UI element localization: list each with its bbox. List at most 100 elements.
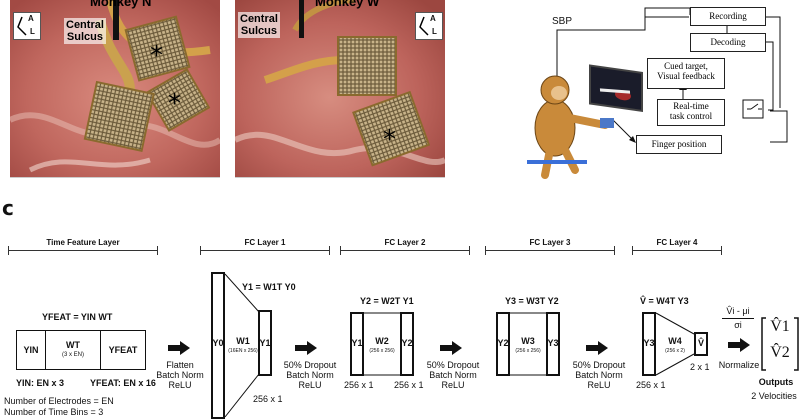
fc1-out-dim: 256 x 1	[253, 394, 283, 404]
yfeat-block	[100, 330, 146, 370]
fc1-equation: Y1 = W1T Y0	[242, 282, 296, 292]
fc3-in-label: Y2	[497, 338, 509, 348]
outputs-title: Outputs	[758, 377, 794, 387]
yin-dim: YIN: EN x 3	[16, 378, 65, 388]
transition4-line2: Batch Norm	[575, 370, 623, 380]
fc2-equation: Y2 = W2T Y1	[360, 296, 414, 306]
fc3-out-block	[546, 312, 560, 376]
fc4-out-block	[694, 332, 708, 356]
realtime-control-box: Real-time task control	[657, 99, 725, 126]
fc2-connector	[364, 312, 400, 376]
yfeat-dim: YFEAT: EN x 16	[90, 378, 156, 388]
monkey-w-photo: * Monkey W Central Sulcus A L	[235, 0, 445, 178]
normalize-label: Normalize	[718, 360, 760, 370]
svg-text:*: *	[168, 89, 181, 119]
wt-dim: (3 x EN)	[61, 352, 84, 358]
fc4-equation: V̂ = W4T Y3	[640, 296, 689, 306]
axis-a-label: A	[430, 14, 436, 23]
transition4-line3: ReLU	[587, 380, 611, 390]
transition1-line3: ReLU	[168, 380, 192, 390]
fc3-connector	[510, 312, 546, 376]
monkey-w-sulcus-label: Central Sulcus	[238, 12, 280, 38]
axis-l-label: L	[30, 27, 35, 36]
transition2-line3: ReLU	[298, 380, 322, 390]
arrow-right-icon	[440, 341, 462, 355]
panel-c-letter: c	[2, 196, 14, 220]
time-layer-equation: YFEAT = YIN WT	[42, 312, 113, 322]
header-fc2-bar	[340, 246, 470, 255]
monkey-n-photo: * * Monkey N Central Sulcus A L	[10, 0, 220, 178]
sbp-label: SBP	[552, 16, 573, 27]
recording-box: Recording	[690, 7, 766, 26]
fc1-y0-label: Y0	[212, 338, 224, 348]
header-fc3: FC Layer 3	[529, 238, 571, 247]
monkey-n-sulcus-label: Central Sulcus	[64, 18, 106, 44]
header-fc1-bar	[200, 246, 330, 255]
transition2-line1: 50% Dropout	[283, 360, 337, 370]
fc4-w-label: W4	[668, 336, 682, 346]
transition2-line2: Batch Norm	[286, 370, 334, 380]
monkey-n-title: Monkey N	[90, 0, 152, 9]
fc3-in-block	[496, 312, 510, 376]
yin-block	[16, 330, 46, 370]
n-electrodes: Number of Electrodes = EN	[4, 396, 114, 406]
decoding-box: Decoding	[690, 33, 766, 52]
recording-label: Recording	[709, 11, 747, 21]
fc3-w-label: W3	[521, 336, 535, 346]
header-fc4: FC Layer 4	[656, 238, 698, 247]
arrow-right-icon	[728, 338, 750, 352]
task-diagram-lines	[527, 7, 788, 179]
fc2-w-dim: (256 x 256)	[369, 348, 395, 354]
header-time-feature-bar	[8, 246, 158, 255]
header-fc1: FC Layer 1	[244, 238, 286, 247]
fc4-w-dim: (256 x 2)	[665, 348, 685, 354]
fc3-equation: Y3 = W3T Y2	[505, 296, 559, 306]
outputs-subtitle: 2 Velocities	[751, 391, 797, 401]
fc1-w-dim: (16EN x 256)	[228, 348, 258, 354]
transition4-line1: 50% Dropout	[572, 360, 626, 370]
normalize-numerator: V̂i - μi	[726, 306, 750, 316]
fc2-out-label: Y2	[401, 338, 413, 348]
fc3-w-dim: (256 x 256)	[515, 348, 541, 354]
fc1-funnel	[225, 273, 260, 418]
fc2-in-label: Y1	[351, 338, 363, 348]
finger-position-label: Finger position	[651, 139, 707, 149]
fc4-in-block	[642, 312, 656, 376]
fc4-out-dim: 2 x 1	[690, 362, 710, 372]
decoding-label: Decoding	[710, 37, 746, 47]
arrow-right-icon	[295, 341, 317, 355]
transition1-line2: Batch Norm	[156, 370, 204, 380]
transition3-line2: Batch Norm	[429, 370, 477, 380]
wt-label: WT	[66, 340, 80, 350]
monkey-illustration	[527, 75, 614, 179]
n-time-bins: Number of Time Bins = 3	[4, 407, 104, 417]
fc4-out-label: V̂	[697, 338, 704, 348]
monkey-n-brain-image: * *	[10, 0, 220, 177]
arrow-right-icon	[168, 341, 190, 355]
monkey-w-title: Monkey W	[315, 0, 380, 9]
transition1-line1: Flatten	[166, 360, 194, 370]
yin-label: YIN	[23, 345, 39, 355]
finger-position-box: Finger position	[636, 135, 722, 154]
output-v2: V̂2	[770, 344, 790, 361]
fc4-in-dim: 256 x 1	[636, 380, 666, 390]
fc1-y1-block	[258, 310, 272, 376]
fc2-out-dim: 256 x 1	[394, 380, 424, 390]
monkey-n-axis-icon: A L	[13, 12, 41, 40]
yfeat-label: YFEAT	[108, 345, 138, 355]
svg-text:*: *	[383, 125, 396, 155]
normalize-denominator: σi	[734, 320, 742, 330]
outputs-bracket	[761, 317, 799, 371]
monkey-w-axis-icon: A L	[415, 12, 443, 40]
monkey-w-brain-image: *	[235, 0, 445, 177]
transition3-line3: ReLU	[441, 380, 465, 390]
fc2-in-dim: 256 x 1	[344, 380, 374, 390]
arrow-right-icon	[586, 341, 608, 355]
fc3-out-label: Y3	[547, 338, 559, 348]
normalize-fraction-bar	[722, 318, 754, 319]
header-fc3-bar	[485, 246, 615, 255]
axis-a-label: A	[28, 14, 34, 23]
axis-l-label: L	[432, 27, 437, 36]
fc2-in-block	[350, 312, 364, 376]
fc2-out-block	[400, 312, 414, 376]
